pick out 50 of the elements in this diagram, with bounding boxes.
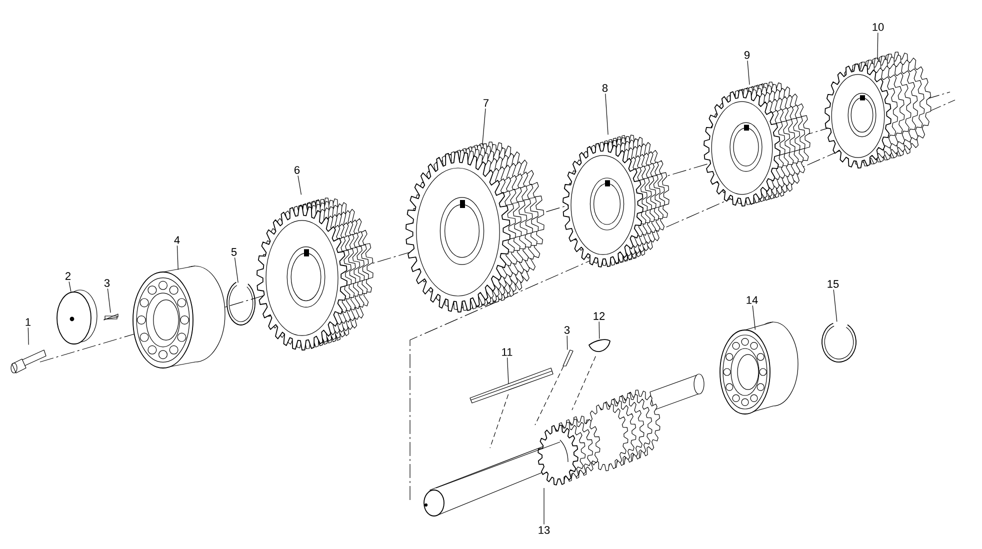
gear-drawing — [562, 134, 670, 268]
snap-ring-drawing — [822, 322, 856, 362]
callout-number: 3 — [104, 279, 110, 287]
callout-number: 7 — [484, 99, 489, 107]
bearing-drawing — [132, 266, 226, 368]
shaft-drawing — [424, 374, 704, 516]
leader-line — [68, 281, 72, 292]
assembly-line — [572, 356, 596, 410]
bolt-drawing — [10, 350, 46, 374]
callout-number: 3 — [564, 326, 570, 334]
leader-line — [877, 32, 878, 60]
callout-number: 2 — [66, 272, 70, 280]
leader-line — [506, 357, 509, 384]
gear-drawing — [256, 198, 374, 350]
leader-line — [605, 93, 608, 135]
callout-number: 10 — [872, 23, 884, 31]
gear-drawing — [704, 82, 810, 206]
leader-line — [752, 305, 756, 330]
callout-number: 12 — [594, 312, 605, 320]
callout-number: 14 — [746, 296, 758, 304]
callout-number: 11 — [502, 348, 512, 356]
callout-number: 1 — [26, 318, 31, 326]
leader-line — [28, 327, 29, 345]
leader-line — [566, 335, 568, 350]
washer-drawing — [56, 290, 98, 344]
leader-line — [176, 245, 178, 270]
gear-drawing — [824, 52, 932, 168]
leader-line — [107, 288, 111, 313]
leader-line — [234, 257, 238, 283]
leader-line — [747, 60, 750, 85]
assembly-line — [534, 366, 564, 426]
woodruff-key-drawing — [588, 339, 610, 352]
key-drawing — [470, 368, 554, 404]
leader-line — [298, 175, 302, 195]
callout-number: 6 — [294, 166, 300, 174]
leader-line — [482, 108, 486, 145]
callout-number: 8 — [602, 84, 608, 92]
leader-line — [598, 321, 600, 339]
pin-drawing — [562, 350, 574, 366]
leader-line — [833, 289, 838, 322]
gear-drawing — [406, 142, 544, 312]
bearing-drawing — [720, 322, 798, 414]
pin-drawing — [104, 314, 118, 320]
callout-number: 15 — [828, 280, 839, 288]
assembly-line — [490, 394, 509, 448]
callout-number: 13 — [538, 526, 550, 534]
callout-number: 4 — [174, 236, 180, 244]
snap-ring-drawing — [226, 282, 256, 326]
callout-number: 9 — [744, 51, 750, 59]
callout-number: 5 — [231, 248, 237, 256]
